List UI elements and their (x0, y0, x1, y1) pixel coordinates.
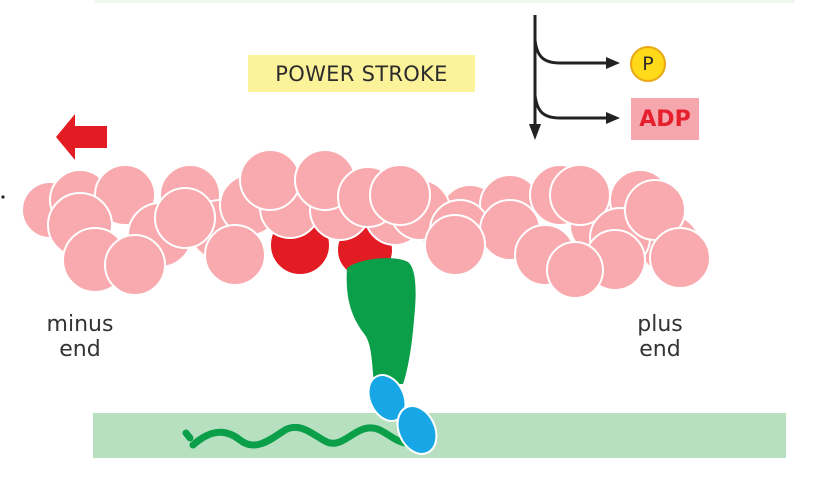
adp-badge: ADP (631, 98, 699, 140)
actin-subunit (549, 164, 611, 226)
plus-end-label: plus end (623, 312, 697, 363)
actin-subunit (546, 241, 604, 299)
pathway-branch-phosphate (533, 39, 607, 65)
movement-arrow-left-icon (56, 114, 107, 160)
actin-filament (21, 149, 711, 299)
actin-subunit (649, 227, 711, 289)
arrowhead-adp-icon (606, 112, 620, 124)
release-pathway (533, 15, 607, 128)
phosphate-badge: P (630, 46, 666, 82)
power-stroke-label: POWER STROKE (248, 55, 475, 92)
actin-subunit (204, 224, 266, 286)
minus-end-text: minus end (46, 312, 114, 363)
minus-end-label: minus end (40, 312, 120, 363)
arrowhead-down-icon (529, 124, 541, 140)
light-chain-2 (396, 405, 438, 455)
pathway-arrowheads (529, 57, 620, 140)
myosin-head (346, 258, 416, 384)
myosin-tail (182, 423, 416, 449)
plus-end-text: plus end (637, 312, 683, 363)
pathway-branch-adp (533, 94, 607, 120)
top-band (95, 0, 795, 3)
marker-dot (1, 195, 5, 199)
arrowhead-phosphate-icon (606, 57, 620, 69)
actin-subunit (239, 149, 301, 211)
thick-filament (93, 413, 786, 458)
actin-subunit (424, 214, 486, 276)
actin-subunit (154, 187, 216, 249)
actin-subunit (104, 234, 166, 296)
actin-subunit (369, 164, 431, 226)
